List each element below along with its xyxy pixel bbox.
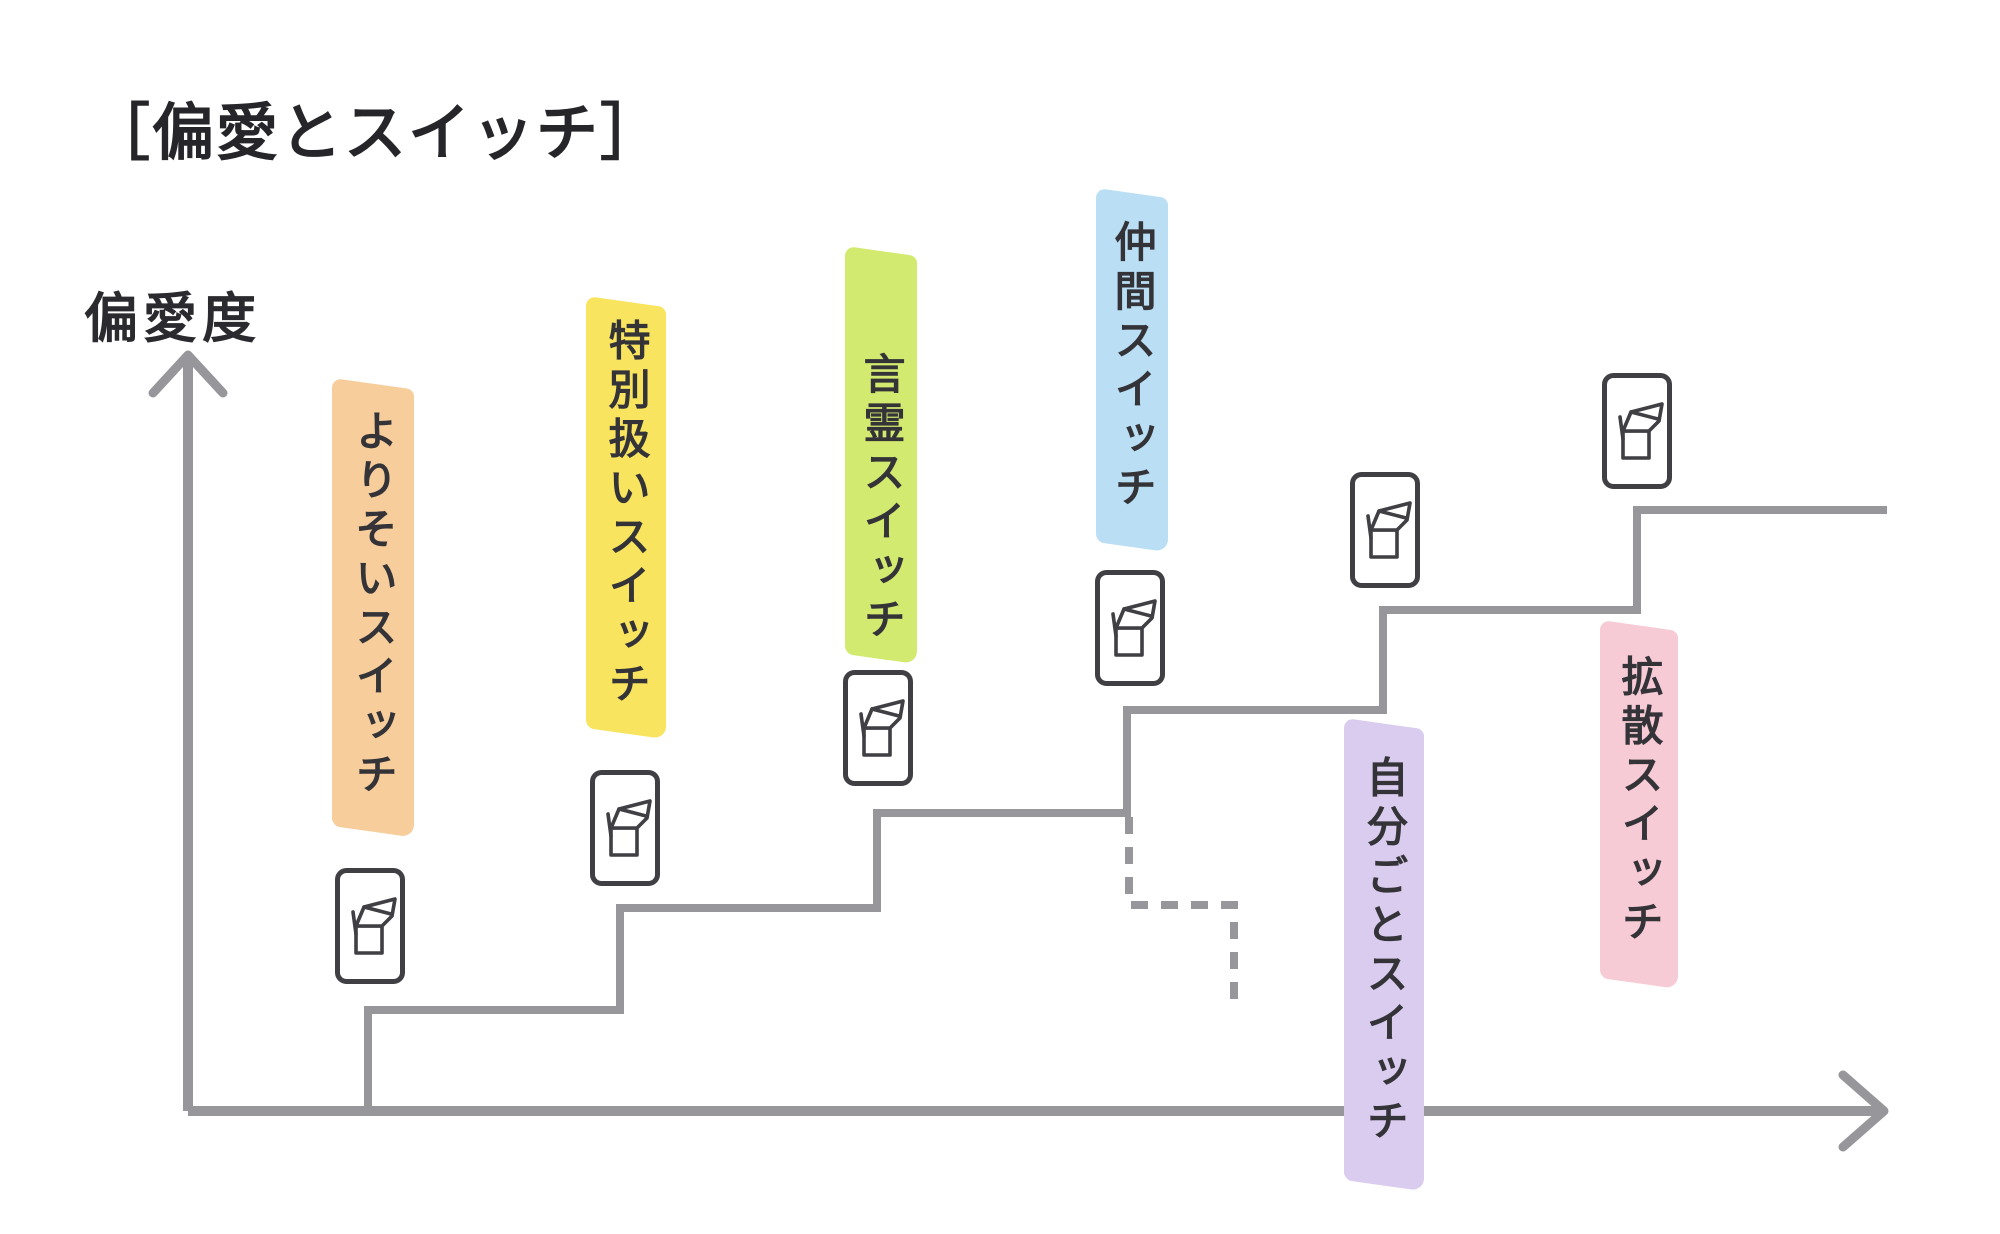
switch-box-icon [1348,470,1422,590]
switch-highlight-jibungoto: 自分ごとスイッチ [1344,718,1424,1192]
switch-label-nakama: 仲間スイッチ [1108,220,1157,515]
switch-box-icon [1093,568,1167,688]
switch-box-icon [588,768,662,888]
switch-label-tokubetsu-atsukai: 特別扱いスイッチ [602,318,651,711]
switch-highlight-nakama: 仲間スイッチ [1096,188,1168,553]
x-axis-arrowhead-icon [1838,1070,1889,1152]
switch-box-icon [333,866,407,986]
diagram-title: ［偏愛とスイッチ］ [88,96,665,169]
switch-highlight-tokubetsu-atsukai: 特別扱いスイッチ [586,296,666,740]
switch-label-kakusan: 拡散スイッチ [1615,654,1664,949]
y-axis-arrowhead-icon [148,350,228,398]
dashed-step-line [1125,817,1238,1007]
solid-step-line [364,506,1887,1111]
switch-label-kotodama: 言霊スイッチ [857,352,906,647]
switch-highlight-kotodama: 言霊スイッチ [845,246,917,665]
switch-highlight-yorisoi: よりそいスイッチ [332,378,414,838]
switch-box-icon [841,668,915,788]
y-axis-label: 偏愛度 [84,287,261,350]
switch-label-jibungoto: 自分ごとスイッチ [1360,755,1409,1148]
switch-highlight-kakusan: 拡散スイッチ [1600,620,1678,989]
switch-box-icon [1600,371,1674,491]
switch-label-yorisoi: よりそいスイッチ [349,408,398,801]
